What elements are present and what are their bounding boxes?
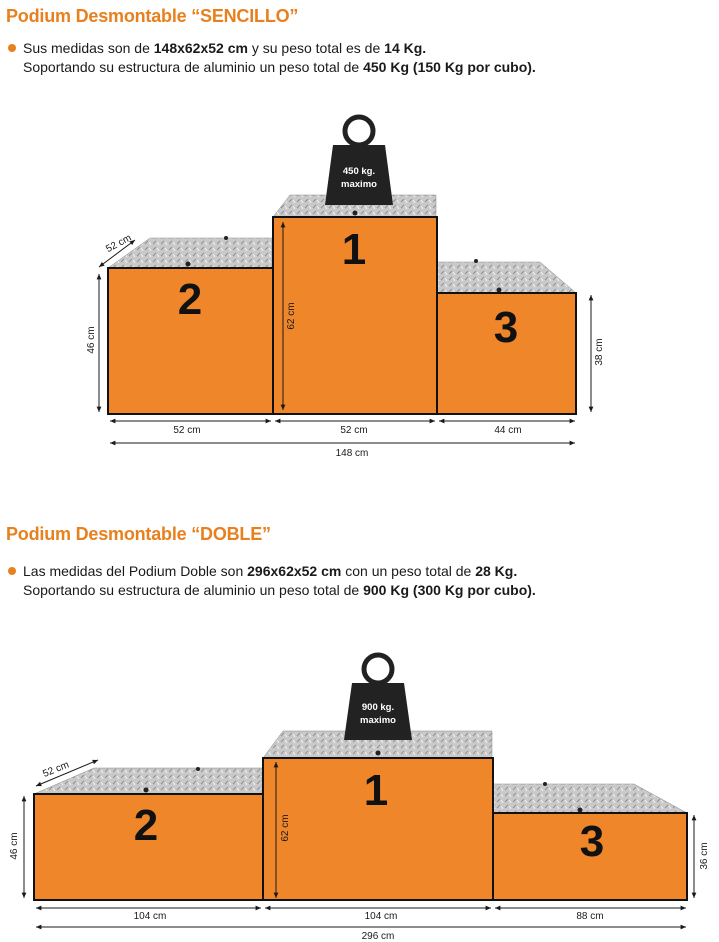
weight-label: maximo <box>341 179 377 190</box>
podium-box-3 <box>492 812 688 901</box>
width-label-3: 88 cm <box>576 911 603 922</box>
bolt <box>185 261 191 267</box>
width-label-2: 52 cm <box>173 425 200 436</box>
height-label-3: 36 cm <box>699 842 710 869</box>
dimension-line <box>98 239 136 268</box>
description-doble: Las medidas del Podium Doble son 296x62x… <box>8 562 536 600</box>
podium-box-1 <box>262 757 494 901</box>
weight-label: 900 kg. <box>362 702 394 713</box>
bolt <box>352 210 358 216</box>
bolt <box>543 782 547 786</box>
podium-diagram-sencillo: 2 1 3 450 kg. maximo 52 cm 46 cm 62 cm 3… <box>86 114 605 459</box>
bolt <box>577 807 583 813</box>
bolt <box>224 236 228 240</box>
description-line-1: Sus medidas son de 148x62x52 cm y su pes… <box>8 39 536 58</box>
weight-icon: 900 kg. maximo <box>344 652 412 740</box>
description-line-1: Las medidas del Podium Doble son 296x62x… <box>8 562 536 581</box>
height-label-3: 38 cm <box>594 338 605 365</box>
podium-diagram-doble: 2 1 3 900 kg. maximo 52 cm 46 cm 62 cm 3… <box>9 652 710 942</box>
width-label-1: 52 cm <box>340 425 367 436</box>
description-line-2: Soportando su estructura de aluminio un … <box>23 582 536 598</box>
bolt <box>496 287 502 293</box>
title-sencillo: Podium Desmontable “SENCILLO” <box>6 6 299 26</box>
height-label-2: 46 cm <box>9 832 20 859</box>
height-label-1: 62 cm <box>280 814 291 841</box>
height-label-2: 46 cm <box>86 326 97 353</box>
place-number-1: 1 <box>342 225 366 274</box>
place-number-3: 3 <box>494 303 518 352</box>
height-label-1: 62 cm <box>286 302 297 329</box>
place-number-2: 2 <box>178 275 202 324</box>
total-width-label: 148 cm <box>336 448 369 459</box>
section-doble: Podium Desmontable “DOBLE” Las medidas d… <box>0 470 719 942</box>
place-number-3: 3 <box>580 817 604 866</box>
podium-box-3 <box>436 292 577 415</box>
width-label-2: 104 cm <box>134 911 167 922</box>
total-width-label: 296 cm <box>362 931 395 942</box>
bolt <box>143 787 149 793</box>
plate-top-3 <box>492 783 688 814</box>
plate-top-3 <box>436 261 577 294</box>
bullet-icon <box>8 44 16 52</box>
podium-box-1 <box>272 216 438 415</box>
title-doble: Podium Desmontable “DOBLE” <box>6 524 271 544</box>
width-label-1: 104 cm <box>365 911 398 922</box>
description-line-2: Soportando su estructura de aluminio un … <box>23 59 536 75</box>
place-number-1: 1 <box>364 766 388 815</box>
width-label-3: 44 cm <box>494 425 521 436</box>
weight-icon: 450 kg. maximo <box>325 114 393 205</box>
bullet-icon <box>8 567 16 575</box>
weight-label: maximo <box>360 715 396 726</box>
bolt <box>196 767 200 771</box>
podium-box-2 <box>33 793 264 901</box>
dimension-line <box>35 759 99 787</box>
bolt <box>474 259 478 263</box>
section-sencillo: Podium Desmontable “SENCILLO” Sus medida… <box>0 0 719 470</box>
description-sencillo: Sus medidas son de 148x62x52 cm y su pes… <box>8 39 536 77</box>
depth-label: 52 cm <box>41 759 70 779</box>
podium-box-2 <box>107 267 274 415</box>
place-number-2: 2 <box>134 801 158 850</box>
weight-label: 450 kg. <box>343 166 375 177</box>
bolt <box>375 750 381 756</box>
